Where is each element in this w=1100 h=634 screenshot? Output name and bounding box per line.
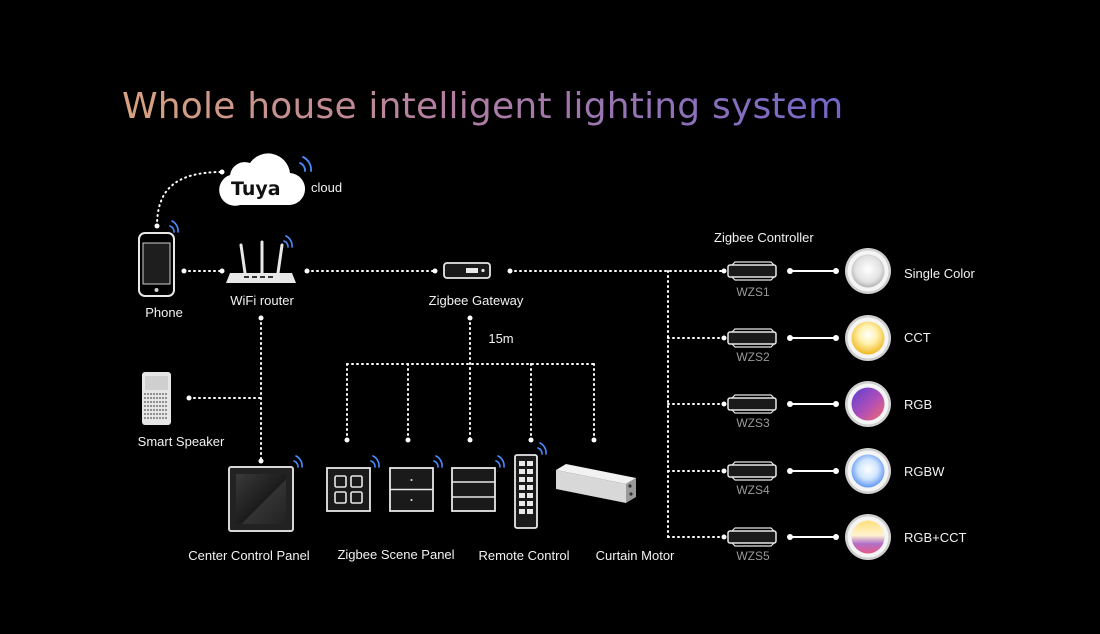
light-type-label: RGB [904,397,933,412]
light-bulb-icon [845,248,891,294]
light-bulb-icon [845,315,891,361]
zigbee-controller-icon [727,328,777,348]
controller-id: WZS1 [736,285,770,299]
controller-rows [727,248,891,560]
phone-label: Phone [145,305,183,320]
connection-lines [156,171,725,538]
zigbee-controller-icon [727,394,777,414]
controller-light-wire [787,335,839,341]
center-panel-label: Center Control Panel [188,548,310,563]
light-type-label: RGBW [904,464,945,479]
zigbee-controller-icon [727,261,777,281]
controller-id: WZS5 [736,549,770,563]
link-dots [154,169,727,540]
page-title: Whole house intelligent lighting system [122,86,844,127]
zigbee-controller-icon [727,461,777,481]
router-label: WiFi router [230,293,294,308]
light-bulb-icon [845,514,891,560]
controller-light-wire [787,468,839,474]
controller-light-wire [787,534,839,540]
light-type-label: Single Color [904,266,975,281]
smart-speaker-icon [142,372,171,425]
cloud-label: cloud [311,180,343,195]
zigbee-controller-icon [727,527,777,547]
remote-control-icon [514,442,547,529]
wifi-router-icon [226,235,296,283]
phone-cloud-link [156,171,223,227]
cloud-icon [219,153,312,206]
speaker-label: Smart Speaker [137,434,225,449]
distance-label: 15m [488,331,514,346]
light-type-label: CCT [904,330,931,345]
controller-light-wire [787,401,839,407]
scene-panel-3key-icon [451,455,505,512]
controller-light-wire [787,268,839,274]
controller-id: WZS4 [736,483,770,497]
cloud-brand: Tuya [231,178,281,200]
scene-panel-label: Zigbee Scene Panel [337,547,455,562]
remote-label: Remote Control [478,548,570,563]
phone-icon [138,220,179,297]
scene-panel-4key-icon [326,455,380,512]
scene-panel-2key-icon [389,455,443,512]
center-control-panel-icon [228,455,303,532]
gateway-label: Zigbee Gateway [428,293,524,308]
light-bulb-icon [845,448,891,494]
light-bulb-icon [845,381,891,427]
curtain-motor-icon [556,464,636,503]
zigbee-gateway-icon [443,262,491,279]
controller-header: Zigbee Controller [714,230,814,245]
controller-id: WZS2 [736,350,770,364]
curtain-label: Curtain Motor [595,548,675,563]
controller-id: WZS3 [736,416,770,430]
light-type-label: RGB+CCT [904,530,967,545]
